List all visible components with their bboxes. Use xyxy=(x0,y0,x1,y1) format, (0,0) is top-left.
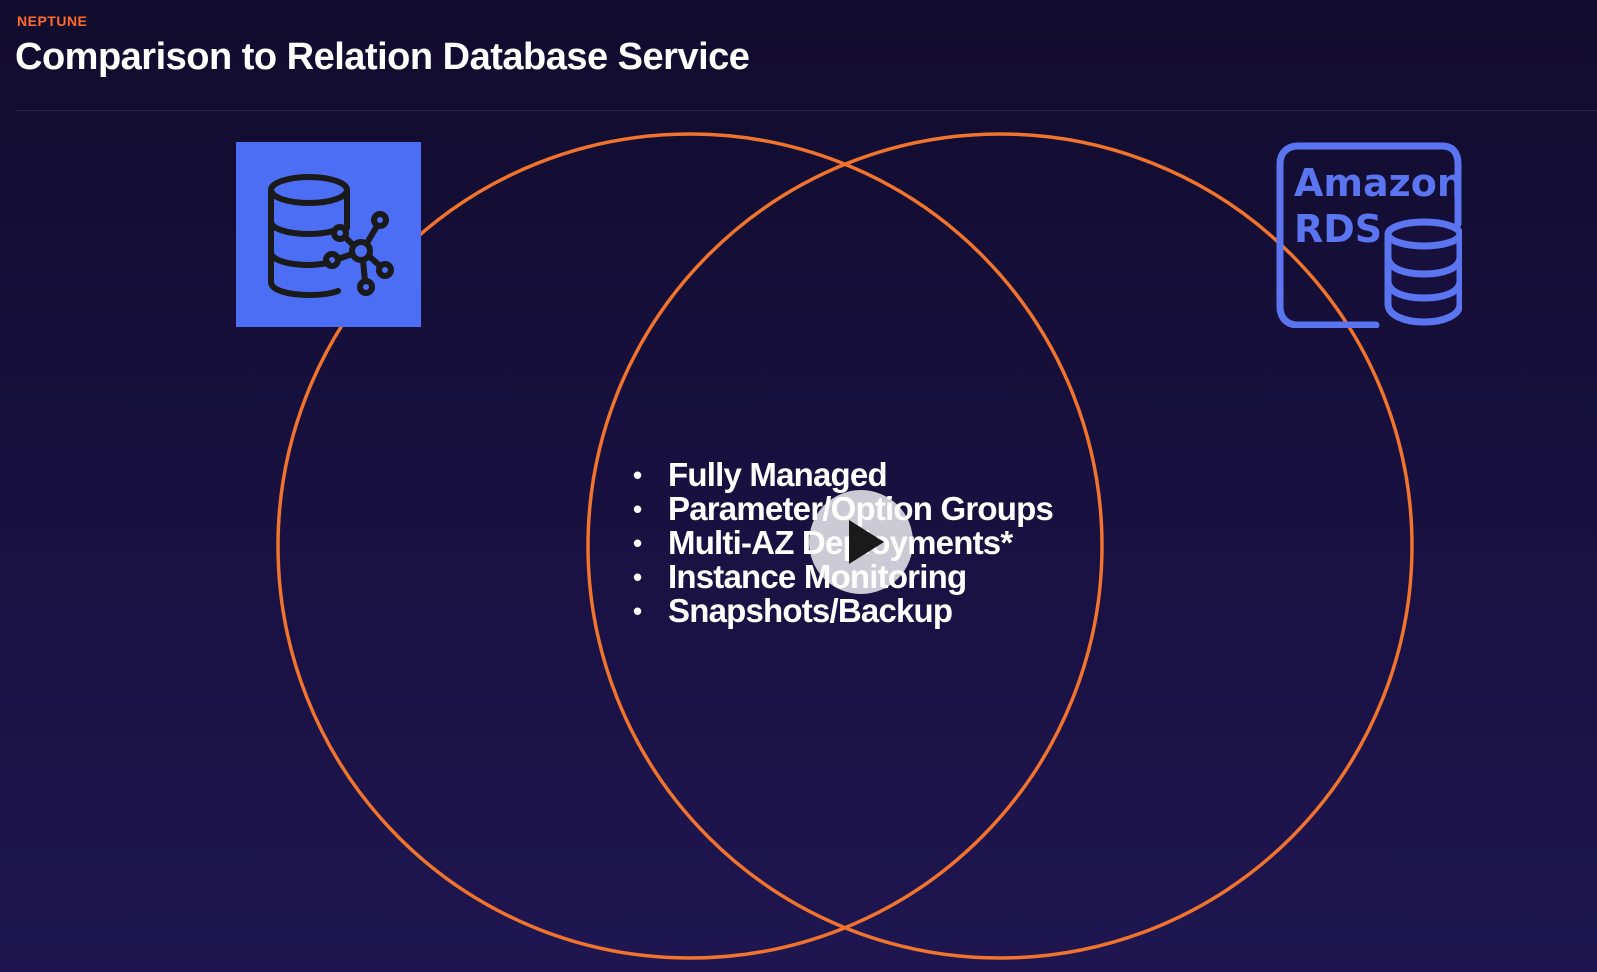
venn-circle-rds xyxy=(586,132,1414,960)
header-divider xyxy=(15,110,1597,111)
amazon-rds-icon: Amazon RDS xyxy=(1276,142,1464,329)
list-item: Snapshots/Backup xyxy=(633,594,1053,629)
rds-icon-label-amazon: Amazon xyxy=(1294,161,1462,205)
list-item: Fully Managed xyxy=(633,458,1053,493)
rds-icon-label-rds: RDS xyxy=(1294,207,1382,251)
play-button[interactable] xyxy=(809,490,913,594)
play-icon xyxy=(849,520,884,564)
slide-title: Comparison to Relation Database Service xyxy=(15,36,750,78)
slide-eyebrow: NEPTUNE xyxy=(17,13,88,29)
venn-circle-neptune xyxy=(276,132,1104,960)
neptune-graph-database-icon xyxy=(236,142,421,327)
